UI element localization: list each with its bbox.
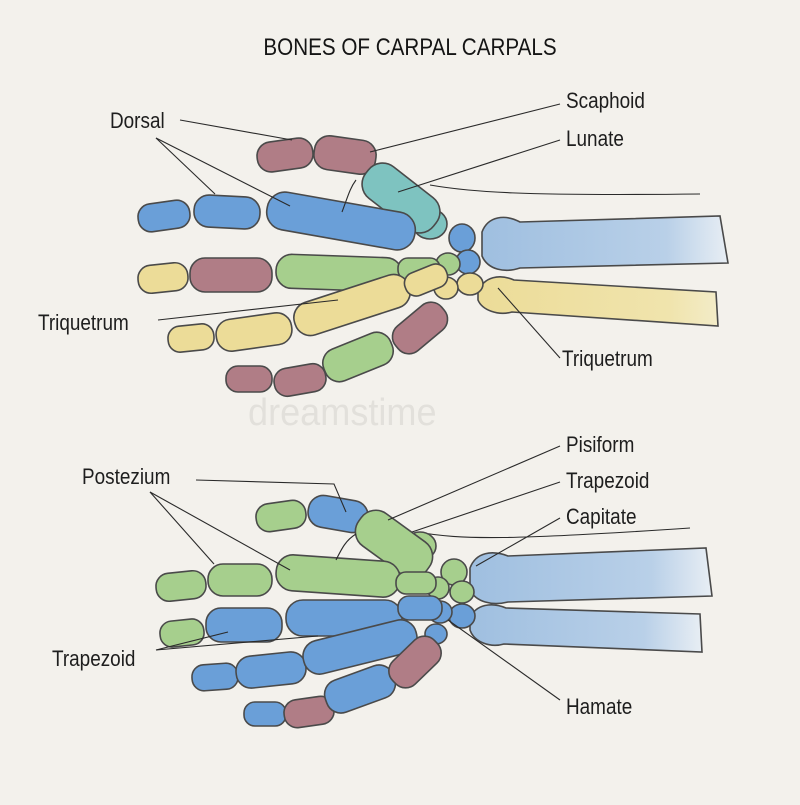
lower-thumb — [255, 494, 434, 579]
label-trapezoid-left: Trapezoid — [52, 646, 136, 671]
watermark: dreamstime — [248, 392, 437, 434]
upper-radius-bone — [481, 215, 729, 272]
upper-ring-finger — [167, 263, 449, 353]
upper-ulna-bone — [477, 276, 719, 327]
upper-thumb — [256, 134, 441, 234]
lower-little-finger — [243, 635, 442, 729]
diagram-title: BONES OF CARPAL CARPALS — [263, 34, 557, 61]
label-scaphoid: Scaphoid — [566, 88, 645, 113]
label-lunate: Lunate — [566, 126, 624, 151]
upper-index-finger — [137, 191, 417, 251]
lower-ring-finger — [191, 619, 418, 692]
lower-index-finger — [155, 554, 437, 603]
upper-leader-lines — [155, 103, 561, 359]
lower-hand-diagram — [149, 445, 713, 729]
label-triquetrum-right: Triquetrum — [562, 346, 653, 371]
lower-leader-lines — [149, 445, 561, 701]
upper-hand-diagram — [137, 103, 729, 398]
label-hamate: Hamate — [566, 694, 633, 719]
upper-little-finger — [225, 301, 449, 398]
label-triquetrum-left: Triquetrum — [38, 310, 129, 335]
label-trapezoid-top: Trapezoid — [566, 468, 650, 493]
label-pisiform: Pisiform — [566, 432, 635, 457]
label-dorsal: Dorsal — [110, 108, 165, 133]
lower-radius-bone — [469, 547, 713, 605]
upper-middle-finger — [137, 253, 441, 295]
label-postezium: Postezium — [82, 464, 171, 489]
lower-ulna-bone — [469, 604, 703, 653]
label-capitate: Capitate — [566, 504, 637, 529]
